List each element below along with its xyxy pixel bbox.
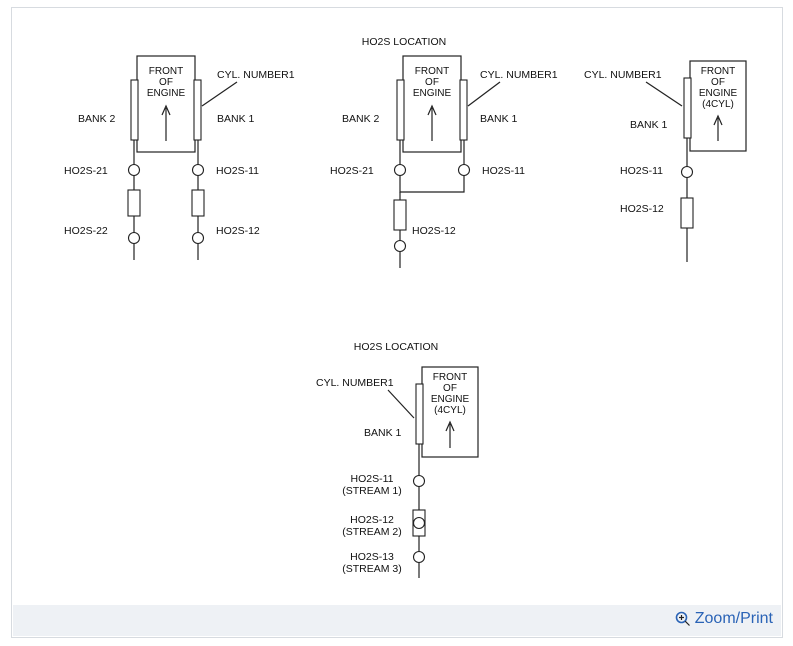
catalyst-bank-1 <box>191 189 205 217</box>
bank-1-block <box>415 383 424 445</box>
front-label-line3: ENGINE <box>413 88 452 99</box>
bank-1-label: BANK 1 <box>630 119 668 131</box>
ho2s-12-label: HO2S-12 <box>216 225 260 237</box>
front-label-line3: ENGINE <box>431 394 470 405</box>
sensor-ho2s-22 <box>127 231 141 245</box>
front-arrowhead <box>713 114 723 126</box>
front-arrowhead <box>161 104 171 116</box>
front-label-line2: OF <box>443 383 457 394</box>
front-label-line3: ENGINE <box>699 88 738 99</box>
front-label-line1: FRONT <box>433 372 467 383</box>
bank-1-block <box>683 77 692 139</box>
diagram-2: FRONT OF ENGINE CYL. NUMBER1 BANK 2 BANK… <box>330 55 558 268</box>
sensor-ho2s-11 <box>412 474 426 488</box>
catalyst-bank-2 <box>127 189 141 217</box>
ho2s-21-label: HO2S-21 <box>330 165 374 177</box>
ho2s-22-label: HO2S-22 <box>64 225 108 237</box>
ho2s-13-stream-label: (STREAM 3) <box>342 563 402 575</box>
ho2s-13-label: HO2S-13 <box>350 551 394 563</box>
diagram-1: FRONT OF ENGINE CYL. NUMBER1 BANK 2 BANK… <box>64 55 295 260</box>
zoom-print-link[interactable]: Zoom/Print <box>675 610 773 628</box>
footer-bar: Zoom/Print <box>13 605 781 636</box>
catalyst <box>393 199 407 231</box>
sensor-ho2s-13 <box>412 550 426 564</box>
front-label-line3: ENGINE <box>147 88 186 99</box>
sensor-ho2s-12 <box>191 231 205 245</box>
ho2s-11-label: HO2S-11 <box>351 473 394 485</box>
cyl-number-leader <box>467 81 501 107</box>
zoom-print-label: Zoom/Print <box>694 610 773 627</box>
bank-1-label: BANK 1 <box>480 113 518 125</box>
bank-1-block <box>193 79 202 141</box>
ho2s-11-stream-label: (STREAM 1) <box>342 485 402 497</box>
ho2s-11-label: HO2S-11 <box>620 165 663 177</box>
top-title: HO2S LOCATION <box>362 36 446 48</box>
sensor-ho2s-21 <box>393 163 407 177</box>
front-label-line4: (4CYL) <box>434 405 466 416</box>
ho2s-12-stream-label: (STREAM 2) <box>342 526 402 538</box>
bank-2-block <box>130 79 139 141</box>
magnifier-plus-icon <box>675 611 690 626</box>
front-label-line2: OF <box>425 77 439 88</box>
cyl-number-leader <box>201 81 238 107</box>
sensor-ho2s-11 <box>680 165 694 179</box>
sensor-ho2s-12 <box>393 239 407 253</box>
cyl-number-leader <box>645 81 683 107</box>
front-label-line1: FRONT <box>701 66 735 77</box>
diagram-4: FRONT OF ENGINE (4CYL) CYL. NUMBER1 BANK… <box>316 366 479 578</box>
ho2s-11-label: HO2S-11 <box>216 165 259 177</box>
front-label-line2: OF <box>711 77 725 88</box>
front-label-line1: FRONT <box>415 66 449 77</box>
cyl-number-leader <box>387 389 415 419</box>
ho2s-11-label: HO2S-11 <box>482 165 525 177</box>
front-arrowhead <box>445 420 455 432</box>
ho2s-21-label: HO2S-21 <box>64 165 108 177</box>
bank-2-label: BANK 2 <box>78 113 116 125</box>
ho2s-12-label: HO2S-12 <box>620 203 664 215</box>
front-label-line2: OF <box>159 77 173 88</box>
bank-2-label: BANK 2 <box>342 113 380 125</box>
bottom-title: HO2S LOCATION <box>354 341 438 353</box>
front-label-line1: FRONT <box>149 66 183 77</box>
cyl-number-label: CYL. NUMBER1 <box>316 377 394 389</box>
cyl-number-label: CYL. NUMBER1 <box>480 69 558 81</box>
front-arrowhead <box>427 104 437 116</box>
cyl-number-label: CYL. NUMBER1 <box>217 69 295 81</box>
catalyst <box>680 197 694 229</box>
diagram-frame: HO2S LOCATION FRONT OF ENGINE CYL. NUMBE… <box>11 7 783 638</box>
front-label-line4: (4CYL) <box>702 99 734 110</box>
sensor-ho2s-21 <box>127 163 141 177</box>
cyl-number-label: CYL. NUMBER1 <box>584 69 662 81</box>
diagram-3: FRONT OF ENGINE (4CYL) CYL. NUMBER1 BANK… <box>584 60 747 262</box>
sensor-ho2s-12 <box>412 516 426 530</box>
bank-1-label: BANK 1 <box>217 113 255 125</box>
bank-1-block <box>459 79 468 141</box>
sensor-ho2s-11 <box>191 163 205 177</box>
ho2s-12-label: HO2S-12 <box>350 514 394 526</box>
sensor-ho2s-11 <box>457 163 471 177</box>
bank-1-label: BANK 1 <box>364 427 402 439</box>
ho2s-location-diagram: HO2S LOCATION FRONT OF ENGINE CYL. NUMBE… <box>64 36 747 578</box>
ho2s-12-label: HO2S-12 <box>412 225 456 237</box>
bank-2-block <box>396 79 405 141</box>
